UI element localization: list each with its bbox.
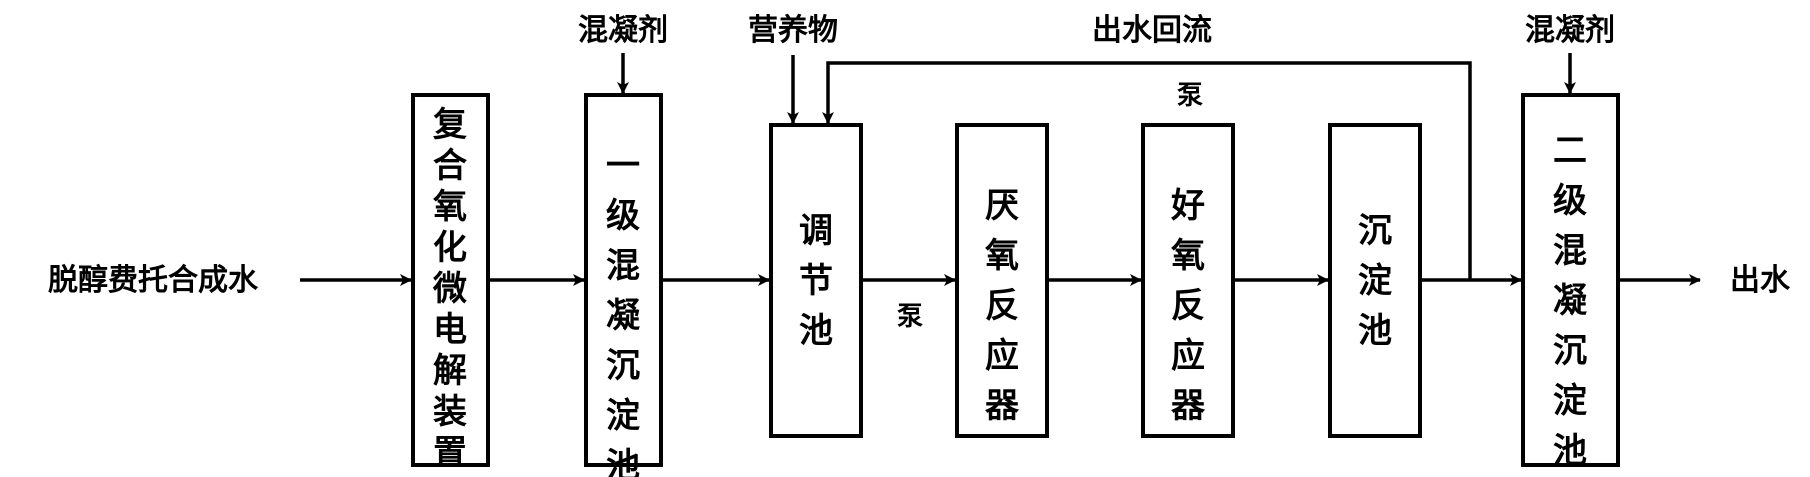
- primary-coag-label: 一级混凝沉淀池: [606, 146, 640, 477]
- coagulant-1-label: 混凝剂: [578, 13, 668, 48]
- feed-pump-label: 泵: [897, 302, 923, 332]
- primary-coag-box: [584, 93, 663, 467]
- recycle-pump-label: 泵: [1177, 81, 1203, 111]
- sedimentation-tank-label: 沉淀池: [1358, 211, 1392, 351]
- anaerobic-reactor-label: 厌氧反应器: [985, 186, 1020, 426]
- sedimentation-tank-box: [1328, 123, 1422, 438]
- recycle-line: [822, 61, 1472, 280]
- output-label: 出水: [1730, 263, 1791, 298]
- secondary-coag-label: 二级混凝沉淀池: [1553, 131, 1587, 471]
- coagulant-2-label: 混凝剂: [1525, 13, 1615, 48]
- aerobic-reactor-label: 好氧反应器: [1170, 186, 1206, 426]
- aerobic-reactor-box: [1141, 123, 1235, 438]
- recycle-label: 出水回流: [1092, 13, 1212, 48]
- input-label: 脱醇费托合成水: [48, 263, 259, 298]
- secondary-coag-box: [1521, 93, 1620, 467]
- micro-electrolysis-label: 复合氧化微电解装置: [432, 105, 467, 473]
- regulating-tank-box: [769, 123, 863, 438]
- regulating-tank-label: 调节池: [799, 211, 833, 351]
- micro-electrolysis-box: [411, 93, 490, 467]
- nutrients-label: 营养物: [748, 13, 838, 48]
